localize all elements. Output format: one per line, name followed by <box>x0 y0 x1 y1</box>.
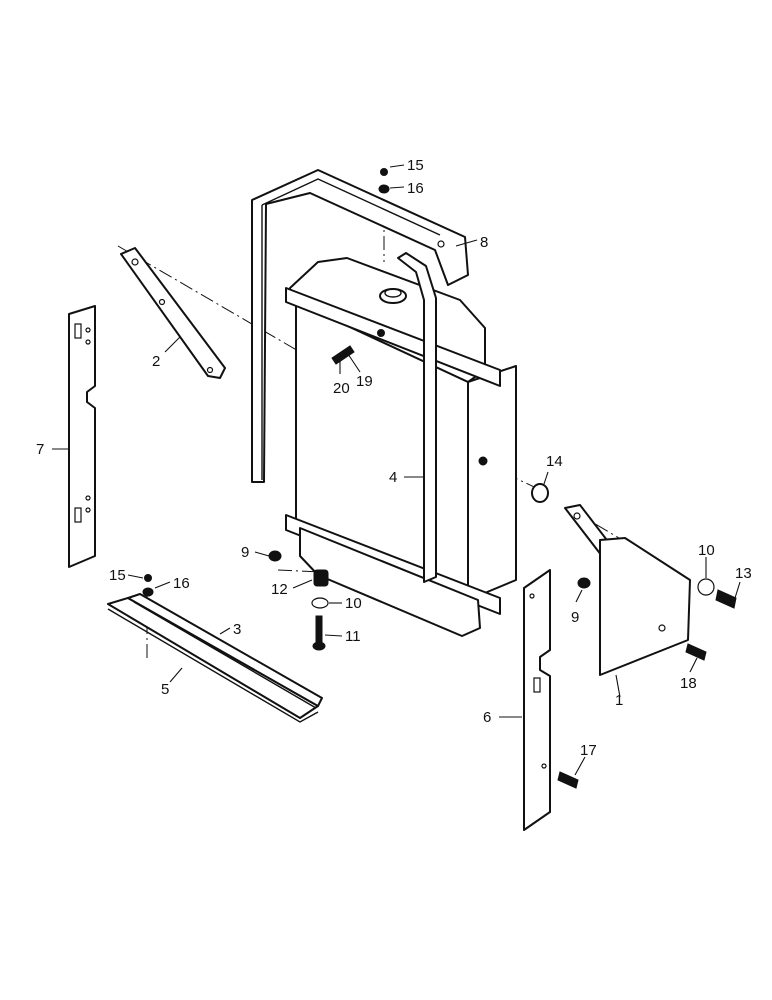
callout-19: 19 <box>356 373 373 390</box>
callout-3: 3 <box>233 621 241 638</box>
callout-9-right: 9 <box>571 609 579 626</box>
callouts: 15 16 8 2 20 19 7 4 14 9 15 16 12 10 3 1… <box>36 157 752 759</box>
hardware <box>142 168 737 789</box>
leader-lines <box>52 164 741 776</box>
callout-4: 4 <box>389 469 397 486</box>
callout-10-right: 10 <box>698 542 715 559</box>
callout-12: 12 <box>271 581 288 598</box>
callout-20: 20 <box>333 380 350 397</box>
callout-15-left: 15 <box>109 567 126 584</box>
callout-18: 18 <box>680 675 697 692</box>
callout-11: 11 <box>345 628 361 645</box>
callout-7: 7 <box>36 441 44 458</box>
callout-5: 5 <box>161 681 169 698</box>
mounting-bracket-part-1 <box>564 504 691 676</box>
callout-8: 8 <box>480 234 488 251</box>
side-baffle-part-7 <box>68 305 96 568</box>
callout-2: 2 <box>152 353 160 370</box>
callout-17: 17 <box>580 742 597 759</box>
callout-6: 6 <box>483 709 491 726</box>
callout-1: 1 <box>615 692 623 709</box>
callout-15-top: 15 <box>407 157 424 174</box>
callout-9-left: 9 <box>241 544 249 561</box>
bottom-rail-part-5 <box>107 597 319 723</box>
tie-bracket-part-2 <box>120 247 226 379</box>
callout-14: 14 <box>546 453 563 470</box>
callout-16-top: 16 <box>407 180 424 197</box>
side-baffle-part-6 <box>523 569 551 831</box>
top-strap-part-8 <box>251 169 469 483</box>
callout-10-left: 10 <box>345 595 362 612</box>
strap-front-leg <box>397 252 437 583</box>
drain-cock-part-20 <box>331 345 361 374</box>
callout-13: 13 <box>735 565 752 582</box>
callout-16-left: 16 <box>173 575 190 592</box>
bottom-rail-part-3 <box>127 593 323 709</box>
